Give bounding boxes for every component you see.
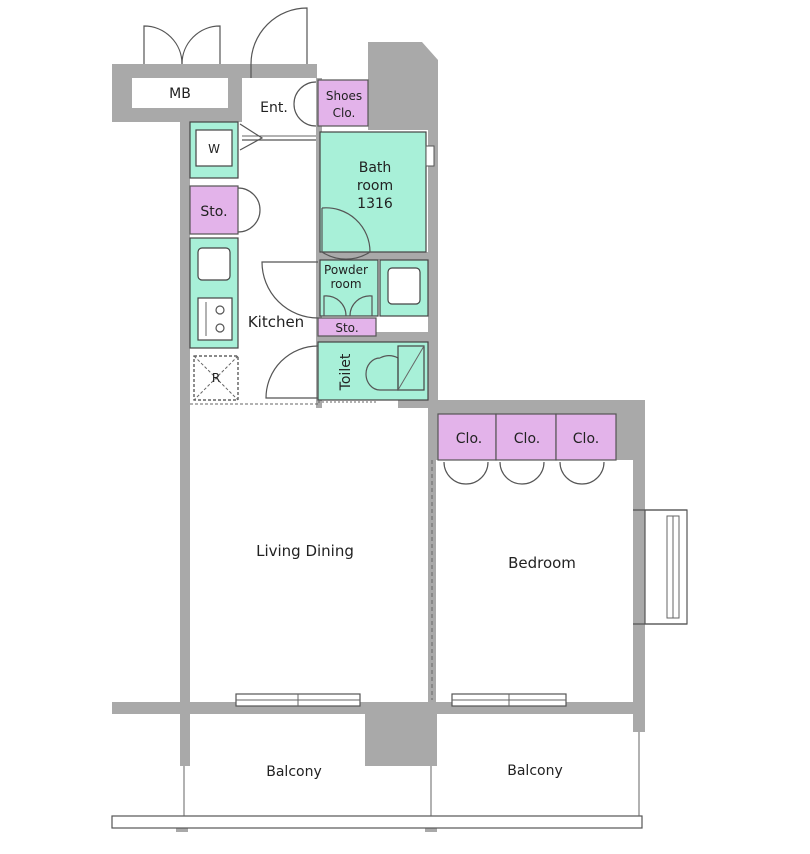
label-powder-room-1: Powder	[324, 263, 368, 277]
bedroom-closets	[437, 413, 617, 485]
bay-window	[633, 509, 688, 625]
bath-door-arc	[321, 208, 371, 260]
wall-balcony-pillar	[365, 702, 437, 766]
label-living-dining: Living Dining	[256, 542, 354, 560]
storage-small	[317, 317, 377, 337]
mb-area	[132, 78, 228, 108]
wall-mb-bottom	[112, 108, 242, 122]
label-closet-3: Clo.	[573, 431, 599, 447]
label-bathroom-3: 1316	[357, 196, 393, 212]
wall-left-upper	[180, 122, 190, 412]
burner-icon-1	[215, 305, 225, 315]
balcony-railing	[111, 815, 643, 829]
label-kitchen: Kitchen	[248, 313, 304, 331]
wall-divider	[428, 445, 436, 710]
label-closet-2: Clo.	[514, 431, 540, 447]
washbasin-icon	[387, 267, 421, 305]
living-dining-floor	[190, 408, 428, 702]
closet-3	[555, 413, 617, 461]
kitchen-door-arc-upper	[261, 261, 319, 319]
label-bathroom-1: Bath	[359, 160, 392, 176]
toilet-icon	[365, 354, 399, 391]
wall-mb-left	[112, 64, 132, 122]
closet-3-door-arc	[559, 461, 605, 485]
label-washer: W	[208, 142, 220, 156]
label-refrigerator: R	[212, 371, 220, 385]
label-shoes-closet-1: Shoes	[326, 89, 362, 103]
bedroom-floor	[436, 460, 633, 702]
mb-doors	[143, 25, 221, 65]
kitchen-door-arc-lower	[265, 345, 319, 399]
label-bathroom-2: room	[357, 178, 393, 194]
wall-left-lower	[180, 400, 190, 720]
sink-icon	[197, 247, 231, 281]
washer-door-arc	[239, 123, 264, 151]
wall-balcony-right-post	[633, 710, 645, 732]
powder-door-arc-2	[349, 295, 373, 317]
fridge-diagonal-2	[193, 355, 239, 401]
shoes-door-arc-2	[293, 103, 317, 127]
toilet-tank-icon	[397, 345, 425, 391]
label-balcony-right: Balcony	[507, 763, 563, 779]
storage-upper	[189, 185, 239, 235]
label-entrance: Ent.	[260, 100, 288, 116]
label-closet-1: Clo.	[456, 431, 482, 447]
bath-door-swing	[321, 207, 371, 253]
living-window	[235, 693, 361, 707]
toilet-room	[317, 341, 429, 401]
storage-door-arc-2	[237, 209, 261, 233]
wall-upper-right	[368, 42, 438, 262]
entrance-door-arc	[250, 7, 308, 65]
storage-door-arc-1	[237, 187, 261, 211]
powder-room	[319, 259, 379, 317]
label-mb: MB	[169, 86, 191, 102]
toilet-tank-diagonal	[397, 345, 425, 391]
wall-bath-bottom	[316, 252, 438, 260]
wall-corridor-right	[316, 78, 322, 408]
wall-bath-right	[428, 130, 438, 400]
label-balcony-left: Balcony	[266, 764, 322, 780]
shoes-door-arc-1	[293, 81, 317, 105]
wall-balcony-left-post	[180, 714, 190, 766]
bathroom	[319, 131, 427, 253]
washer-box	[195, 129, 233, 167]
label-toilet: Toilet	[338, 353, 354, 391]
label-shoes-closet-2: Clo.	[333, 106, 356, 120]
wall-top-left	[112, 64, 317, 78]
wall-mb-right	[228, 64, 242, 122]
powder-door-arc-1	[323, 295, 347, 317]
wall-powder-bottom	[316, 332, 438, 342]
label-storage-upper: Sto.	[200, 204, 227, 220]
burner-icon-2	[215, 323, 225, 333]
closet-2	[495, 413, 557, 461]
label-storage-small: Sto.	[335, 321, 358, 335]
label-bedroom: Bedroom	[508, 554, 576, 572]
closet-1-door-arc	[443, 461, 489, 485]
label-powder-room-2: room	[330, 277, 361, 291]
bath-window	[425, 145, 435, 167]
closet-2-door-arc	[499, 461, 545, 485]
shoes-closet	[317, 79, 369, 127]
bedroom-window	[451, 693, 567, 707]
stove-icon	[197, 297, 233, 341]
